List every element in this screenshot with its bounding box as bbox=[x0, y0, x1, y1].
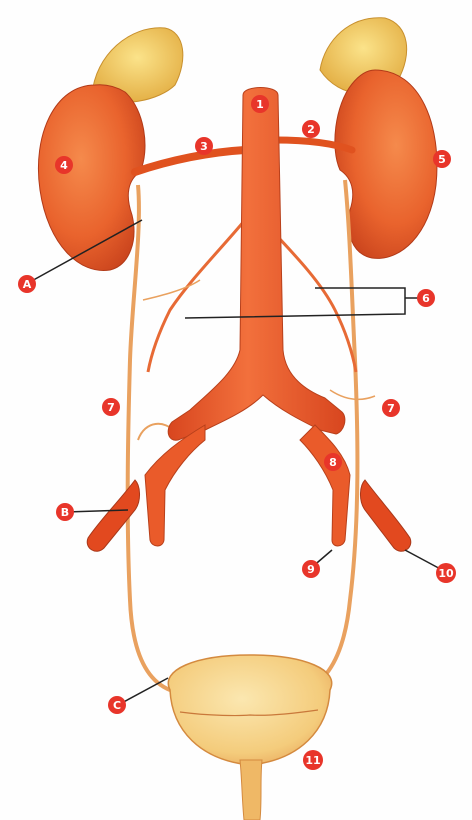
marker-label: 9 bbox=[307, 563, 315, 576]
marker-label: 5 bbox=[438, 153, 446, 166]
marker-1: 1 bbox=[251, 95, 269, 113]
marker-label: 1 bbox=[256, 98, 264, 111]
marker-label: 4 bbox=[60, 159, 68, 172]
marker-label: 6 bbox=[422, 292, 430, 305]
marker-4: 4 bbox=[55, 156, 73, 174]
marker-7-right: 7 bbox=[382, 399, 400, 417]
marker-label: 2 bbox=[307, 123, 315, 136]
right-common-iliac-artery bbox=[300, 425, 350, 546]
marker-10: 10 bbox=[436, 563, 456, 583]
marker-11: 11 bbox=[303, 750, 323, 770]
urethra bbox=[240, 760, 262, 820]
marker-label: 10 bbox=[438, 567, 454, 580]
marker-3: 3 bbox=[195, 137, 213, 155]
marker-label: 3 bbox=[200, 140, 208, 153]
marker-a: A bbox=[18, 275, 36, 293]
marker-label: 11 bbox=[305, 754, 320, 767]
left-ureter bbox=[128, 185, 170, 690]
left-external-iliac-vessel bbox=[87, 480, 139, 551]
marker-c: C bbox=[108, 696, 126, 714]
marker-label: 7 bbox=[387, 402, 395, 415]
leader-bracket-6 bbox=[185, 288, 425, 318]
marker-5: 5 bbox=[433, 150, 451, 168]
right-external-iliac-vessel bbox=[360, 480, 410, 551]
leader-lines bbox=[28, 220, 446, 705]
marker-label: A bbox=[23, 278, 32, 291]
left-common-iliac-artery bbox=[145, 425, 205, 546]
right-ureter-branch bbox=[330, 390, 375, 399]
urinary-bladder bbox=[168, 655, 331, 765]
marker-label: C bbox=[113, 699, 121, 712]
marker-label: B bbox=[61, 506, 69, 519]
marker-8: 8 bbox=[324, 453, 342, 471]
left-kidney bbox=[38, 85, 145, 271]
leader-line-c bbox=[118, 678, 168, 705]
marker-7-left: 7 bbox=[102, 398, 120, 416]
marker-6: 6 bbox=[417, 289, 435, 307]
marker-label: 7 bbox=[107, 401, 115, 414]
marker-b: B bbox=[56, 503, 74, 521]
marker-2: 2 bbox=[302, 120, 320, 138]
marker-9: 9 bbox=[302, 560, 320, 578]
left-renal-artery bbox=[135, 150, 245, 172]
marker-label: 8 bbox=[329, 456, 337, 469]
left-gonadal-vessel bbox=[148, 220, 245, 372]
